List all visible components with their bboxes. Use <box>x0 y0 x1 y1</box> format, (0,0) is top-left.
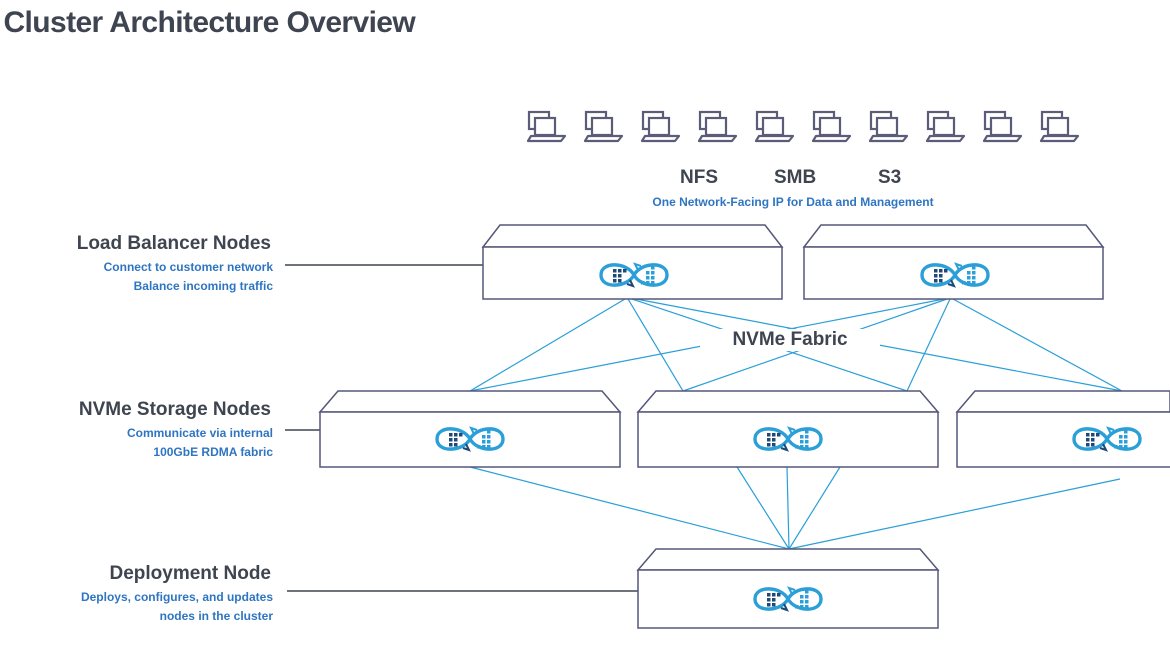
laptop-icon <box>1039 110 1080 143</box>
laptop-icon <box>583 110 624 143</box>
load-balancer-title: Load Balancer Nodes <box>76 233 271 254</box>
storage-desc-1: Communicate via internal <box>126 426 273 440</box>
deploy-link <box>736 466 790 550</box>
laptop-icon <box>811 110 852 143</box>
deployment-title: Deployment Node <box>109 563 271 584</box>
deployment-desc-2: nodes in the cluster <box>159 609 273 623</box>
deployment-links <box>469 466 1121 550</box>
deploy-link <box>786 466 790 550</box>
deploy-link <box>788 478 1121 550</box>
page-title: l Cluster Architecture Overview <box>0 6 416 39</box>
load-balancer-node <box>481 224 784 300</box>
client-laptops <box>526 110 1080 143</box>
laptop-icon <box>697 110 738 143</box>
storage-node <box>318 390 622 468</box>
laptop-icon <box>982 110 1023 143</box>
laptop-icon <box>754 110 795 143</box>
fabric-link <box>627 298 684 392</box>
storage-node <box>636 390 940 468</box>
deployment-node <box>636 548 940 629</box>
storage-title: NVMe Storage Nodes <box>78 399 271 420</box>
load-balancer-desc-2: Balance incoming traffic <box>133 279 273 293</box>
laptop-icon <box>526 110 567 143</box>
load-balancer-node <box>802 224 1105 300</box>
deployment-desc-1: Deploys, configures, and updates <box>80 590 273 604</box>
fabric-link <box>906 298 951 392</box>
nvme-fabric-label: NVMe Fabric <box>700 329 880 351</box>
fabric-link <box>952 298 1123 392</box>
fabric-link <box>469 298 626 392</box>
laptop-icon <box>868 110 909 143</box>
deploy-link <box>788 466 841 550</box>
protocol-smb: SMB <box>774 167 817 188</box>
protocol-s3: S3 <box>878 167 902 188</box>
load-balancer-desc-1: Connect to customer network <box>103 260 273 274</box>
laptop-icon <box>925 110 966 143</box>
storage-desc-2: 100GbE RDMA fabric <box>153 445 273 459</box>
storage-node <box>955 390 1170 468</box>
deploy-link <box>469 466 790 550</box>
laptop-icon <box>640 110 681 143</box>
network-ip-label: One Network-Facing IP for Data and Manag… <box>652 195 934 209</box>
protocol-nfs: NFS <box>680 167 718 188</box>
label-leader-lines <box>285 264 638 592</box>
